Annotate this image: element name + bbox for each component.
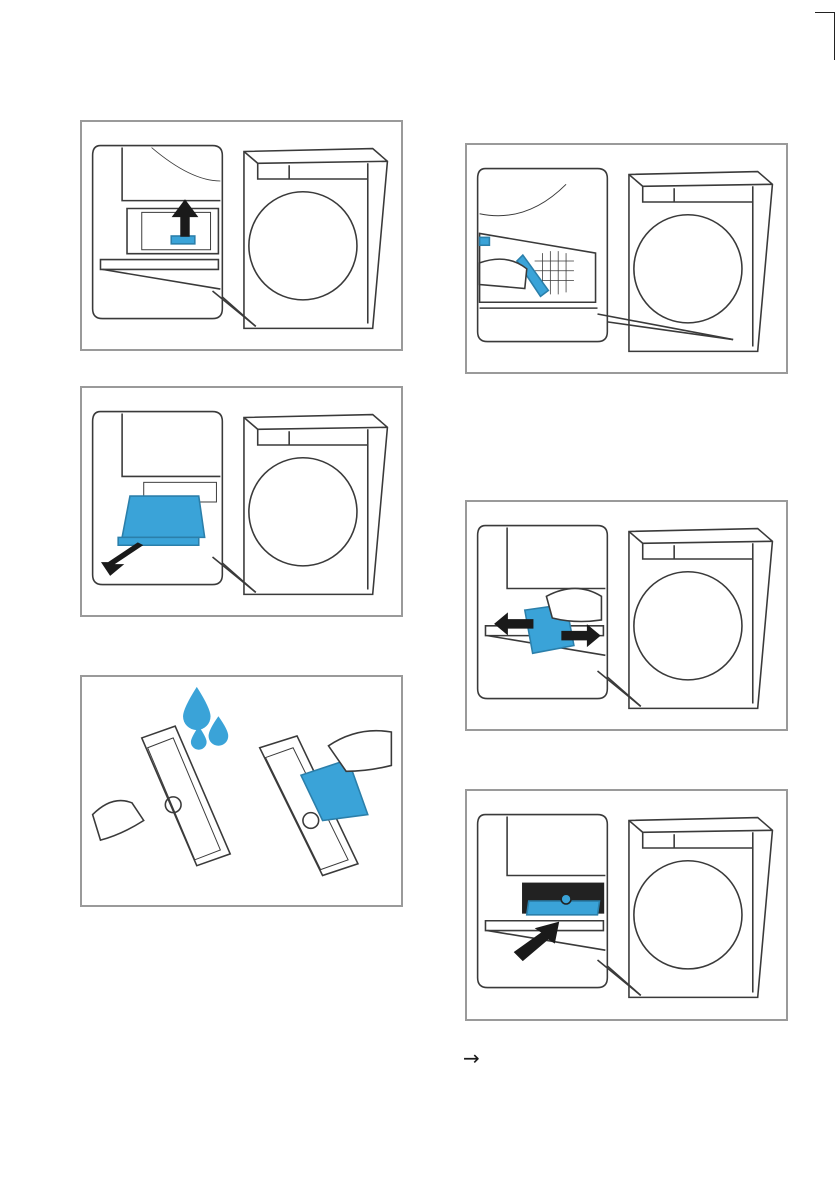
continuation-arrow: →: [463, 1048, 480, 1068]
figure-1-illustration: [82, 122, 401, 349]
figure-3-illustration: [82, 677, 401, 905]
figure-reinsert-filter: [465, 789, 788, 1021]
figure-4-illustration: [467, 145, 786, 372]
hand-icon: [480, 259, 527, 288]
figure-open-filter-lock: [80, 120, 403, 351]
dryer-icon: [629, 818, 772, 998]
page-corner-mark: [815, 12, 835, 60]
figure-2-illustration: [82, 388, 401, 615]
figure-clean-filter: [80, 675, 403, 907]
inset-detail: [93, 146, 256, 327]
dryer-icon: [244, 415, 387, 595]
dryer-icon: [629, 529, 772, 709]
figure-5-illustration: [467, 502, 786, 729]
inset-detail: [478, 815, 641, 996]
figure-clean-compartment: [465, 500, 788, 731]
hand-icon: [93, 801, 144, 841]
inset-detail: [93, 412, 256, 593]
filter-drawer-icon: [122, 496, 205, 537]
figure-pull-filter-out: [80, 386, 403, 617]
figure-6-illustration: [467, 791, 786, 1019]
filter-lock-icon: [171, 236, 195, 244]
filter-frame-icon: [142, 726, 230, 866]
water-drops-icon: [183, 687, 228, 750]
inset-detail: [478, 526, 641, 707]
hand-icon: [546, 588, 601, 621]
figure-brush-clean: [465, 143, 788, 374]
dryer-icon: [244, 149, 387, 329]
